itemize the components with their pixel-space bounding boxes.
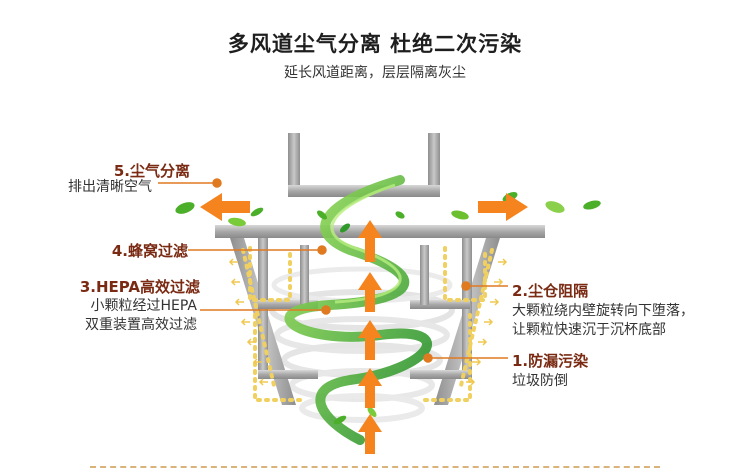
green-airflow-ribbon xyxy=(284,175,432,445)
label-4-head: 4.蜂窝过滤 xyxy=(111,242,188,260)
page-subtitle: 延长风道距离，层层隔离灰尘 xyxy=(284,65,466,81)
label-3-head: 3.HEPA高效过滤 xyxy=(79,278,200,296)
label-1-desc: 垃圾防倒 xyxy=(512,373,568,389)
label-2-head: 2.尘仓阻隔 xyxy=(512,282,589,300)
page-title: 多风道尘气分离 杜绝二次污染 xyxy=(227,32,523,56)
pointer-dot-icon xyxy=(212,178,222,188)
honeycomb-filter xyxy=(241,246,494,402)
label-3-desc1: 小颗粒经过HEPA xyxy=(90,298,198,314)
inner-frame-left xyxy=(258,238,318,379)
label-1-head: 1.防漏污染 xyxy=(512,352,589,370)
label-2-desc2: 让颗粒快速沉于沉杯底部 xyxy=(512,322,666,338)
label-2-desc1: 大颗粒绕内壁旋转向下堕落， xyxy=(512,303,694,319)
leader-lines xyxy=(158,178,508,363)
top-plate xyxy=(215,225,545,238)
label-5-desc: 排出清晰空气 xyxy=(68,179,152,195)
label-3-desc2: 双重装置高效过滤 xyxy=(85,317,197,333)
bottom-dashed-divider xyxy=(90,466,660,468)
label-5-head: 5.尘气分离 xyxy=(113,162,190,180)
orange-arrow-icon xyxy=(200,193,528,454)
side-flow-arrows xyxy=(228,258,508,386)
inner-frame-right xyxy=(410,238,472,379)
